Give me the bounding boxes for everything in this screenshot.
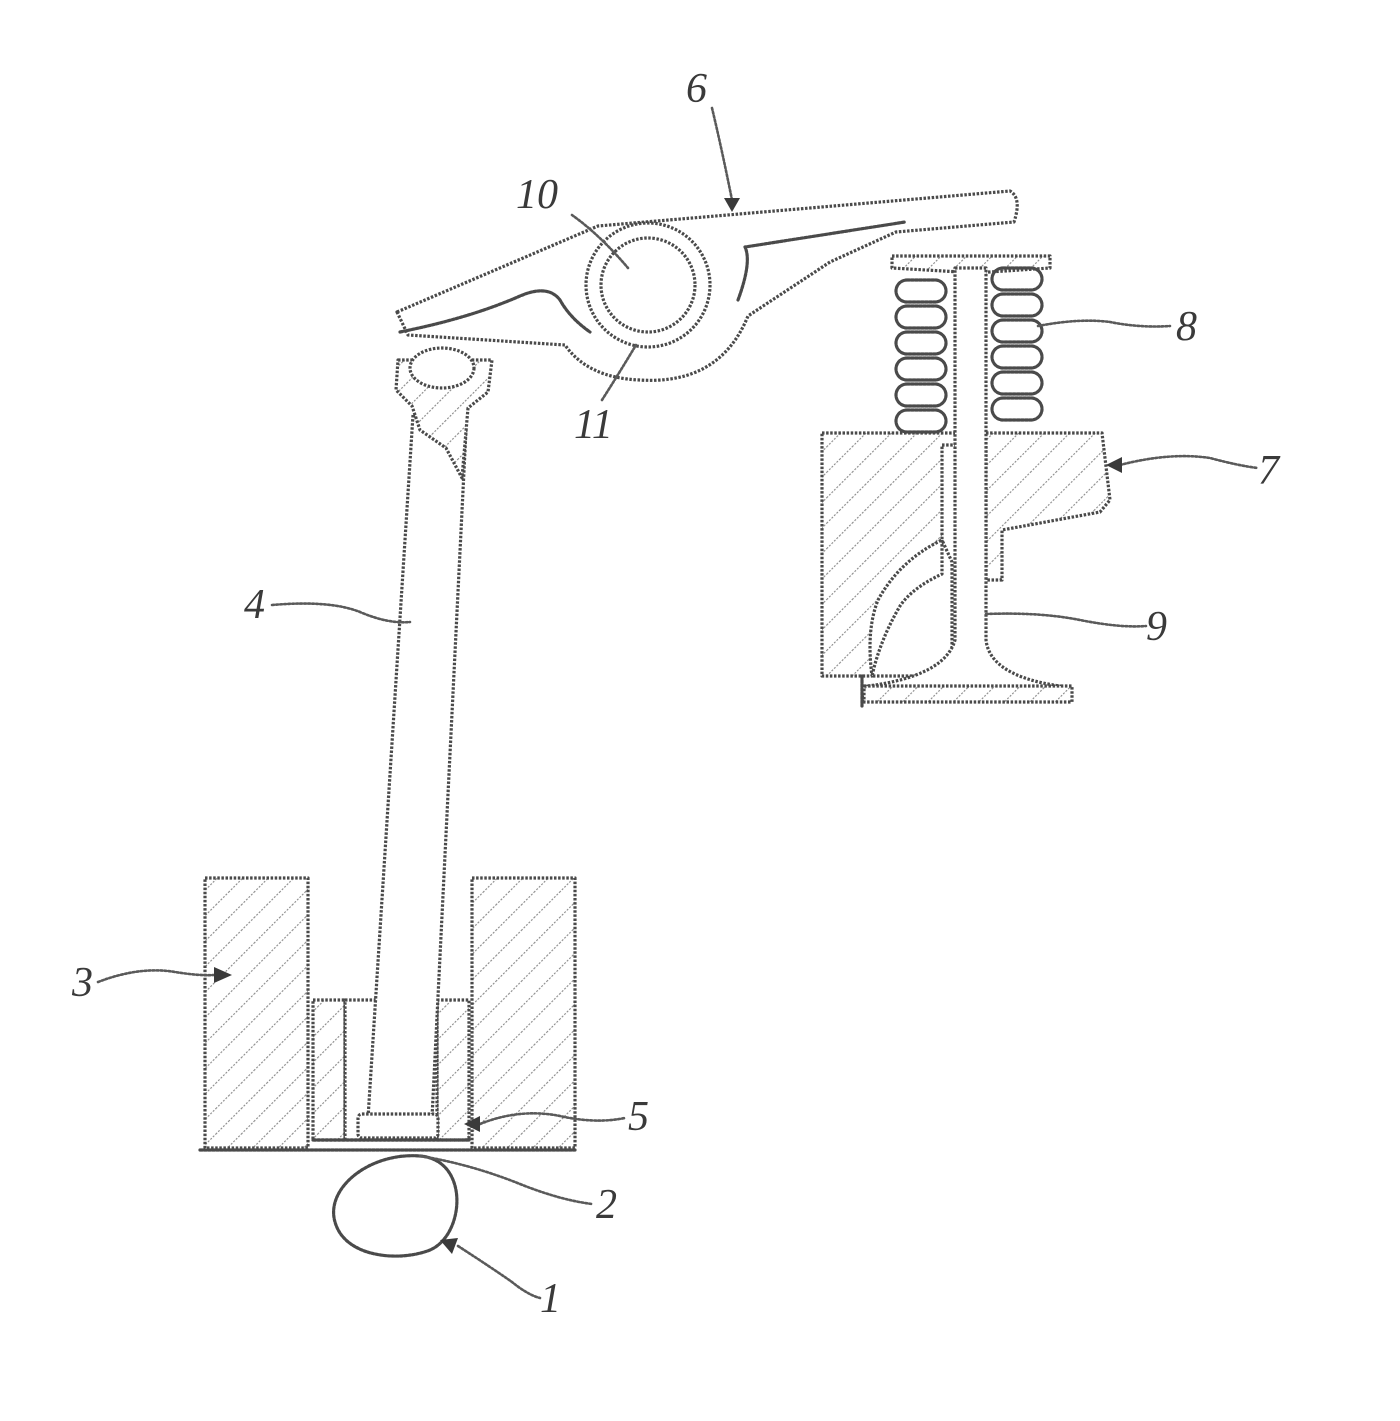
- tappet-left-wall: [313, 1000, 345, 1140]
- label-2: 2: [596, 1182, 617, 1228]
- spring-coils-left: [896, 280, 946, 432]
- label-9: 9: [1146, 604, 1167, 650]
- leader-4: [272, 604, 410, 623]
- label-6: 6: [686, 66, 707, 112]
- valve-head: [864, 686, 1072, 702]
- leader-7: [1120, 456, 1258, 468]
- leader-9: [986, 614, 1146, 627]
- leader-8: [1038, 321, 1170, 327]
- label-5: 5: [628, 1094, 649, 1140]
- label-1: 1: [540, 1276, 561, 1322]
- label-10: 10: [516, 172, 558, 218]
- block-left-half: [205, 878, 308, 1148]
- label-4: 4: [244, 582, 265, 628]
- arrow-7: [1106, 457, 1122, 473]
- tappet-right-wall: [437, 1000, 469, 1140]
- arrow-6: [724, 198, 740, 212]
- label-11: 11: [574, 402, 613, 448]
- spring-coils-right: [992, 268, 1042, 420]
- label-7: 7: [1258, 448, 1281, 494]
- leader-3: [98, 970, 214, 982]
- arrow-1: [440, 1238, 458, 1254]
- leader-1: [458, 1246, 540, 1298]
- cam-lobe: [334, 1156, 457, 1256]
- block-right-half: [472, 878, 575, 1148]
- cam: [334, 1156, 457, 1256]
- push-rod-ball: [410, 348, 474, 388]
- label-8: 8: [1176, 304, 1197, 350]
- push-rod-foot: [358, 1114, 438, 1138]
- label-3: 3: [71, 960, 93, 1006]
- leader-6: [712, 108, 732, 200]
- leader-2: [420, 1156, 592, 1204]
- rocker-arm: [397, 191, 1017, 380]
